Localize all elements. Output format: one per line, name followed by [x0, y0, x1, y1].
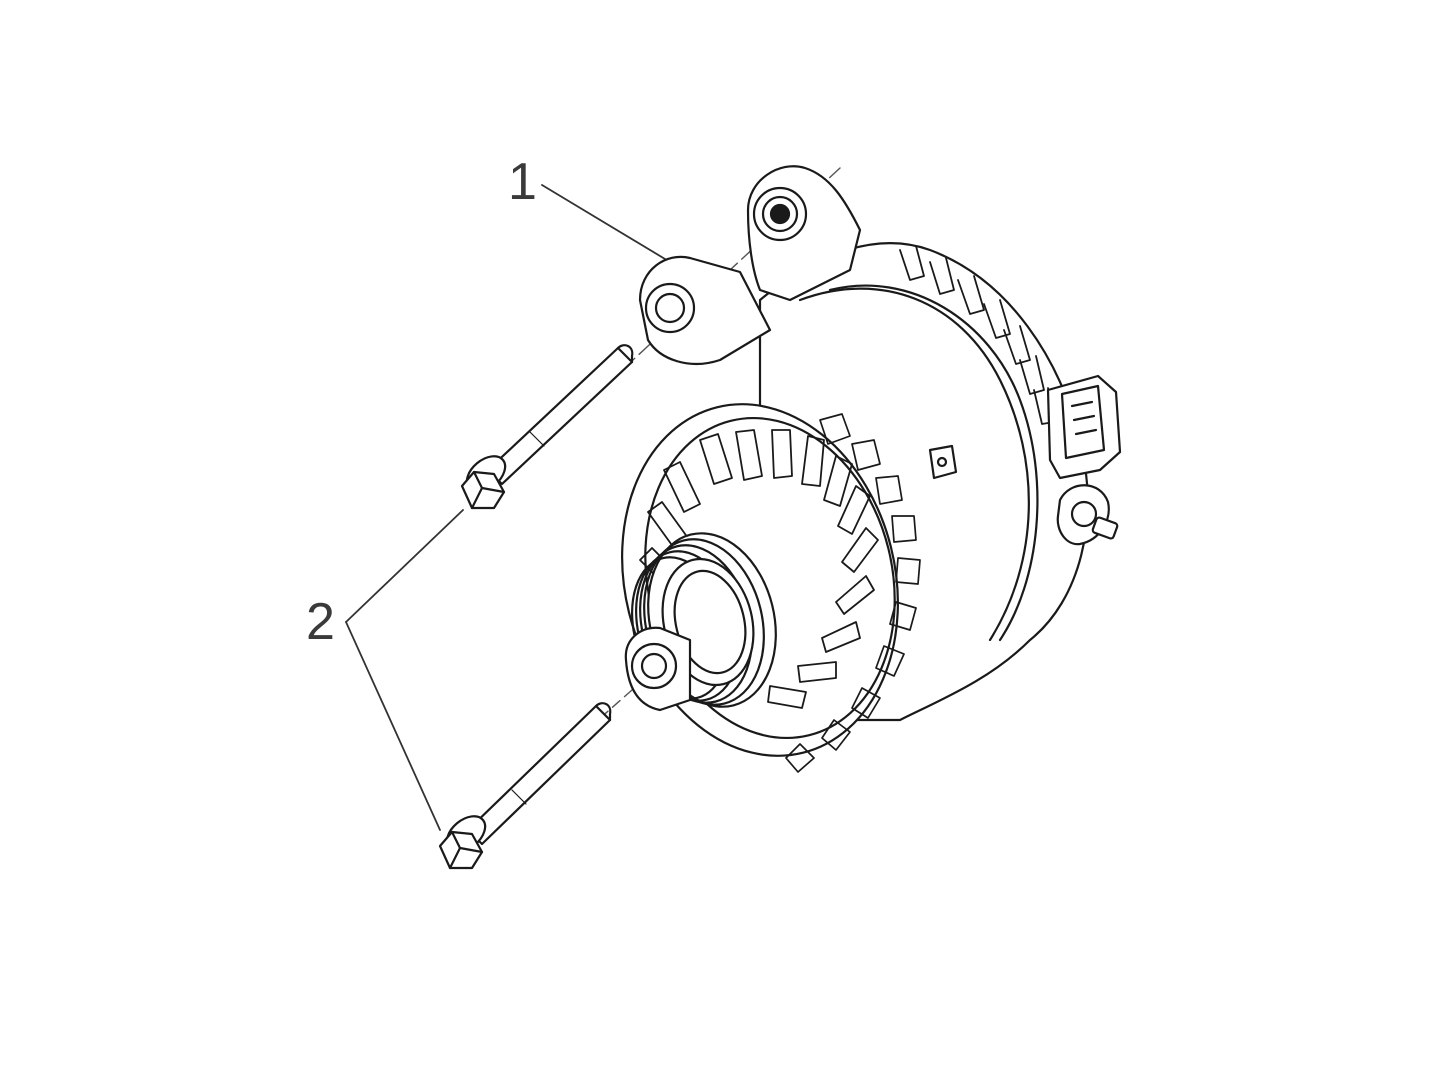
leader-line-2 [345, 509, 464, 831]
mounting-bolt-upper-icon [460, 344, 634, 510]
leader-line-1 [541, 184, 671, 263]
mounting-bolt-lower-icon [438, 702, 612, 870]
alternator-icon [621, 165, 1122, 773]
callout-number-1: 1 [508, 153, 537, 211]
callout-number-2: 2 [306, 593, 335, 651]
